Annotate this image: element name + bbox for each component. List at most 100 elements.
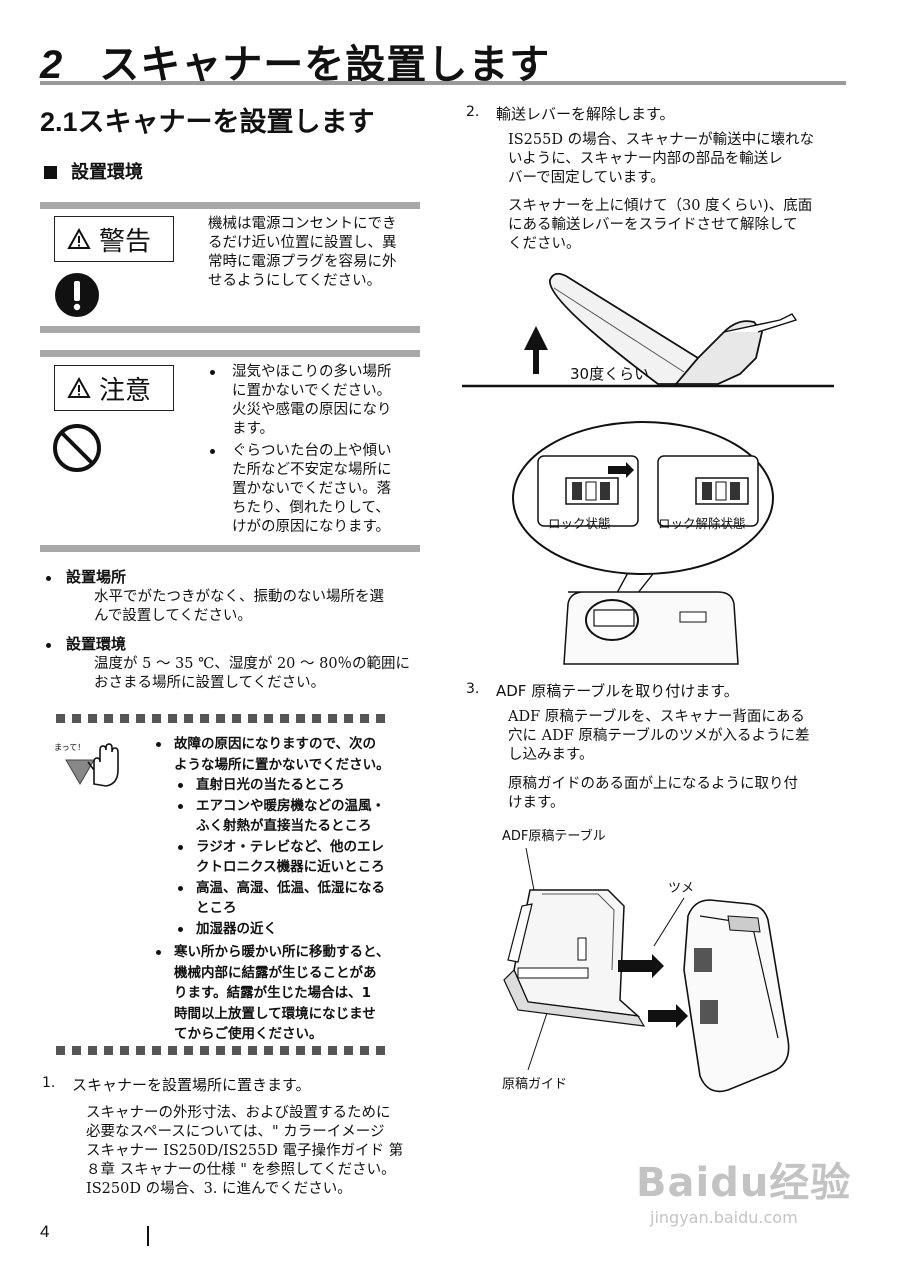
caution-line: 湿気やほこりの多い場所 [232,364,392,380]
note-item: 故障の原因になりますので、次の ような場所に置かないでください。 [152,734,412,775]
bullet-dot [156,950,161,955]
bullet-dot [178,783,183,788]
lock-label: ロック状態 [548,516,611,531]
warning-label: 警告 [99,226,152,257]
warning-line: せるようにしてください。 [208,273,382,289]
note-line: 機械内部に結露が生じることがあ [174,964,377,981]
note-bottom-divider [56,1046,385,1055]
section-title: 2.1スキャナーを設置します [40,100,375,139]
step2-title: 輸送レバーを解除します。 [496,105,675,123]
wait-hand-icon: まって！ [54,740,132,790]
caution-line: 火災や感電の原因になり [232,402,392,418]
square-bullet-icon [44,166,57,179]
caution-line: けがの原因になります。 [232,519,391,535]
chapter-rule [40,81,846,85]
mandatory-action-icon [55,273,99,317]
note-subitem: 直射日光の当たるところ [152,775,412,796]
note-line: 故障の原因になりますので、次の [174,736,376,752]
note-subitem: 加湿器の近く [152,919,412,940]
note-line: ラジオ・テレビなど、他のエレ [196,838,385,855]
adf-attach-illustration: ADF原稿テーブル ツメ 原稿ガイド [502,828,790,1093]
warning-line: 常時に電源プラグを容易に外 [208,254,397,270]
note-line: 加湿器の近く [196,920,277,937]
caution-line: ちたり、倒れたりして、 [232,500,390,516]
page-number: 4 [40,1222,50,1241]
location-title: 設置場所 [66,568,127,586]
warning-bottom-bar [40,326,420,333]
note-line: ります。結露が生じた場合は、1 [174,985,372,1001]
bullet-dot [178,803,183,809]
bullet-dot [46,643,51,648]
environment-title: 設置環境 [66,635,127,653]
step3-number: 3. [466,681,480,697]
note-top-divider [56,714,385,723]
watermark-brand: Baidu经验 [636,1160,852,1206]
caution-bottom-bar [40,545,420,552]
step3-line: 穴に ADF 原稿テーブルのツメが入るように差 [508,728,810,744]
step2-line: スキャナーを上に傾けて（30 度くらい)、底面 [508,198,813,214]
environment-line: 温度が 5 ～ 35 ℃、湿度が 20 ～ 80％の範囲に [94,656,411,672]
bullet-dot [156,742,161,747]
caution-line: た所など不安定な場所に [232,462,392,478]
step3-para1: ADF 原稿テーブルを、スキャナー背面にある 穴に ADF 原稿テーブルのツメが… [508,708,843,765]
note-line: ところ [196,900,237,916]
note-item: 寒い所から暖かい所に移動すると、 機械内部に結露が生じることがあ ります。結露が… [152,942,412,1045]
location-line: んで設置してください。 [94,608,252,624]
step2-para1: IS255D の場合、スキャナーが輸送中に壊れな いように、スキャナー内部の部品… [508,131,843,188]
step1-title: スキャナーを設置場所に置きます。 [72,1076,311,1094]
note-line: 時間以上放置して環境になじませ [174,1005,376,1022]
bullet-dot [178,844,183,850]
unlock-label: ロック解除状態 [658,516,746,531]
lock-detail-illustration: ロック状態 ロック解除状態 [512,421,774,665]
step1-line: スキャナーの外形寸法、および設置するために [86,1105,391,1121]
footer-divider [147,1226,149,1246]
environment-line: おさまる場所に設置してください。 [94,675,326,691]
step3-line: けます。 [508,795,565,811]
note-line: 寒い所から暖かい所に移動すると、 [174,944,390,960]
caution-triangle-icon [67,377,91,398]
location-line: 水平でがたつきがなく、振動のない場所を選 [94,589,384,605]
note-subitem: ラジオ・テレビなど、他のエレ クトロニクス機器に近いところ [152,837,412,878]
step2-line: IS255D の場合、スキャナーが輸送中に壊れな [508,132,815,148]
adf-table-label: ADF原稿テーブル [502,828,606,844]
hand-icon [65,743,119,787]
caution-label-box: 注意 [54,365,174,411]
warning-label-box: 警告 [54,216,174,262]
step1-line: 必要なスペースについては、" カラーイメージ [86,1124,385,1140]
bullet-dot [46,576,51,581]
note-subitem: エアコンや暖房機などの温風・ ふく射熱が直接当たるところ [152,796,412,837]
caution-label: 注意 [99,375,152,406]
note-line: 直射日光の当たるところ [196,777,345,793]
section-number: 2.1 [40,107,78,137]
section-title-text: スキャナーを設置します [77,107,375,138]
step2-line: にある輸送レバーをスライドさせて解除して [508,217,798,233]
tilted-scanner-illustration: 30度くらい [462,272,834,388]
caution-line: ます。 [232,421,275,437]
caution-line: ぐらついた台の上や傾い [232,443,392,459]
step3-line: ADF 原稿テーブルを、スキャナー背面にある [508,709,805,725]
watermark-url: jingyan.baidu.com [650,1208,798,1227]
note-line: ふく射熱が直接当たるところ [196,818,372,834]
step1-number: 1. [42,1075,56,1091]
warning-top-bar [40,202,420,209]
step2-number: 2. [466,104,480,120]
note-line: てからご使用ください。 [174,1026,323,1042]
bullet-dot [210,449,215,454]
step1-line: IS250D の場合、3. に進んでください。 [86,1181,352,1197]
guide-label: 原稿ガイド [502,1076,567,1092]
wait-icon-label: まって！ [54,743,86,752]
note-line: クトロニクス機器に近いところ [196,859,385,875]
bullet-dot [210,370,215,375]
caution-top-bar [40,350,420,357]
note-subitem: 高温、高湿、低温、低湿になる ところ [152,878,412,919]
warning-text: 機械は電源コンセントにでき るだけ近い位置に設置し、異 常時に電源プラグを容易に… [208,215,413,291]
note-content: 故障の原因になりますので、次の ような場所に置かないでください。 直射日光の当た… [152,734,412,1045]
note-line: ような場所に置かないでください。 [174,756,390,773]
step2-line: いように、スキャナー内部の部品を輸送レ [508,151,783,167]
caution-line: 置かないでください。落 [232,481,392,497]
prohibition-icon [53,424,101,472]
step3-para2: 原稿ガイドのある面が上になるように取り付 けます。 [508,775,843,813]
step1-text: スキャナーの外形寸法、および設置するために 必要なスペースについては、" カラー… [86,1104,416,1199]
subsection-title: 設置環境 [44,158,143,184]
step1-line: ８章 スキャナーの仕様 " を参照してください。 [86,1162,396,1178]
